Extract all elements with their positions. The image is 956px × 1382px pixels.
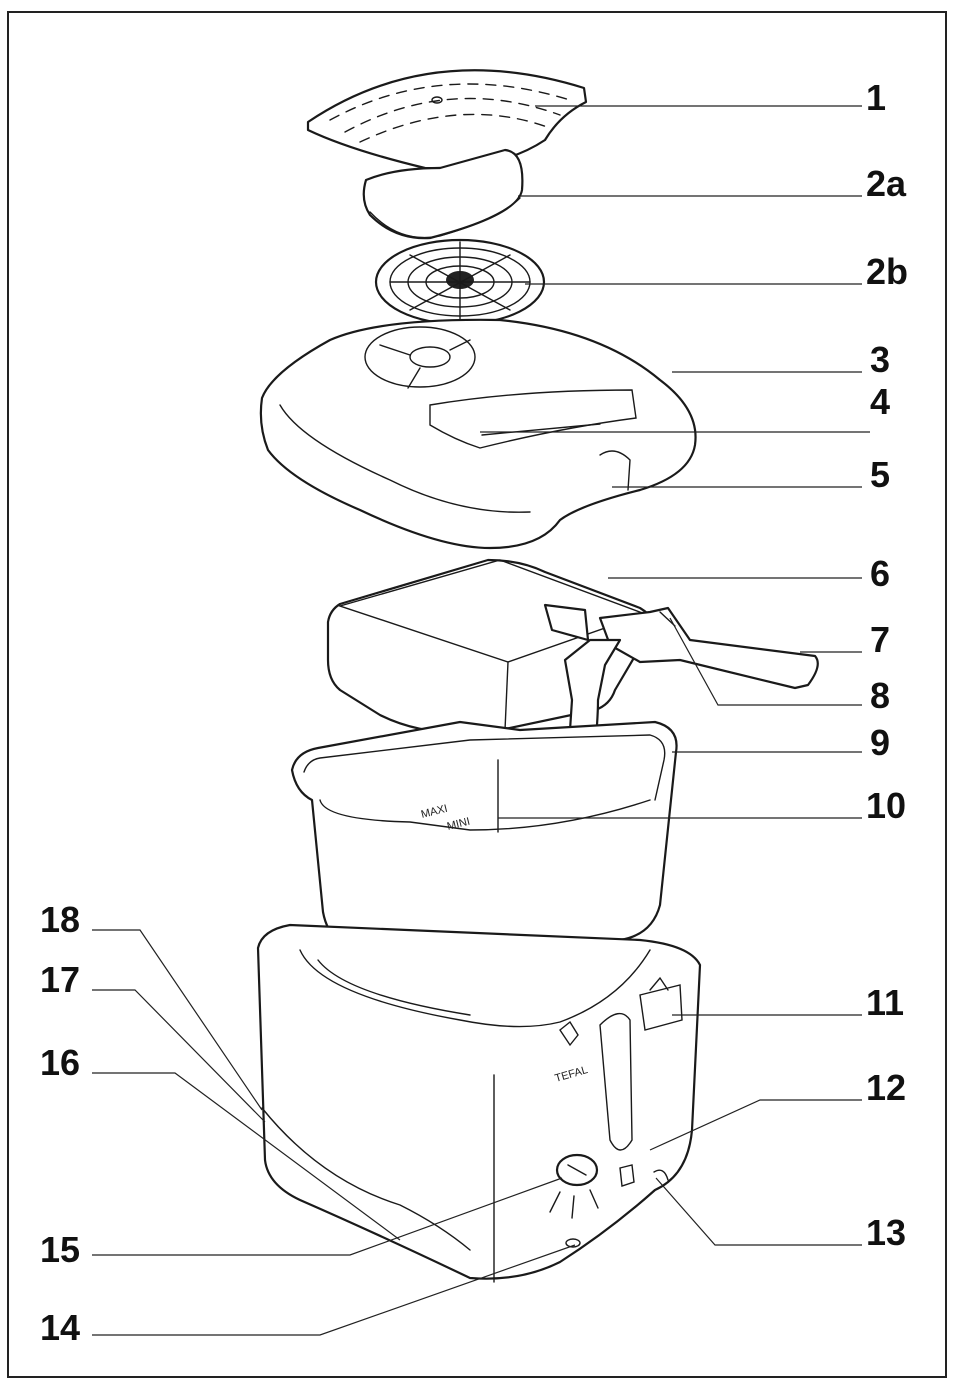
callout-12: 12 — [866, 1067, 906, 1108]
callout-9: 9 — [870, 722, 890, 763]
callout-7: 7 — [870, 619, 890, 660]
callout-10: 10 — [866, 785, 906, 826]
fryer-lid — [259, 318, 697, 550]
callout-5: 5 — [870, 454, 890, 495]
callout-labels: 1 2a 2b 3 4 5 6 7 8 9 10 11 12 13 14 15 … — [40, 77, 908, 1348]
callout-2b: 2b — [866, 251, 908, 292]
callout-2a: 2a — [866, 163, 907, 204]
callout-1: 1 — [866, 77, 886, 118]
callout-8: 8 — [870, 675, 890, 716]
filter-cartridge — [362, 148, 524, 240]
callout-6: 6 — [870, 553, 890, 594]
oil-bowl: MAXI MINI — [290, 720, 678, 952]
callout-11: 11 — [866, 982, 904, 1023]
leader-lines — [92, 105, 870, 1336]
callout-18: 18 — [40, 899, 80, 940]
lid-window — [306, 69, 588, 170]
callout-15: 15 — [40, 1229, 80, 1270]
mini-marking: MINI — [446, 816, 471, 833]
callout-3: 3 — [870, 339, 890, 380]
callout-16: 16 — [40, 1042, 80, 1083]
callout-4: 4 — [870, 381, 890, 422]
callout-17: 17 — [40, 959, 80, 1000]
page-frame — [7, 11, 947, 1378]
fryer-body: TEFAL — [256, 923, 702, 1283]
callout-14: 14 — [40, 1307, 80, 1348]
callout-13: 13 — [866, 1212, 906, 1253]
filter-grid — [374, 238, 546, 326]
